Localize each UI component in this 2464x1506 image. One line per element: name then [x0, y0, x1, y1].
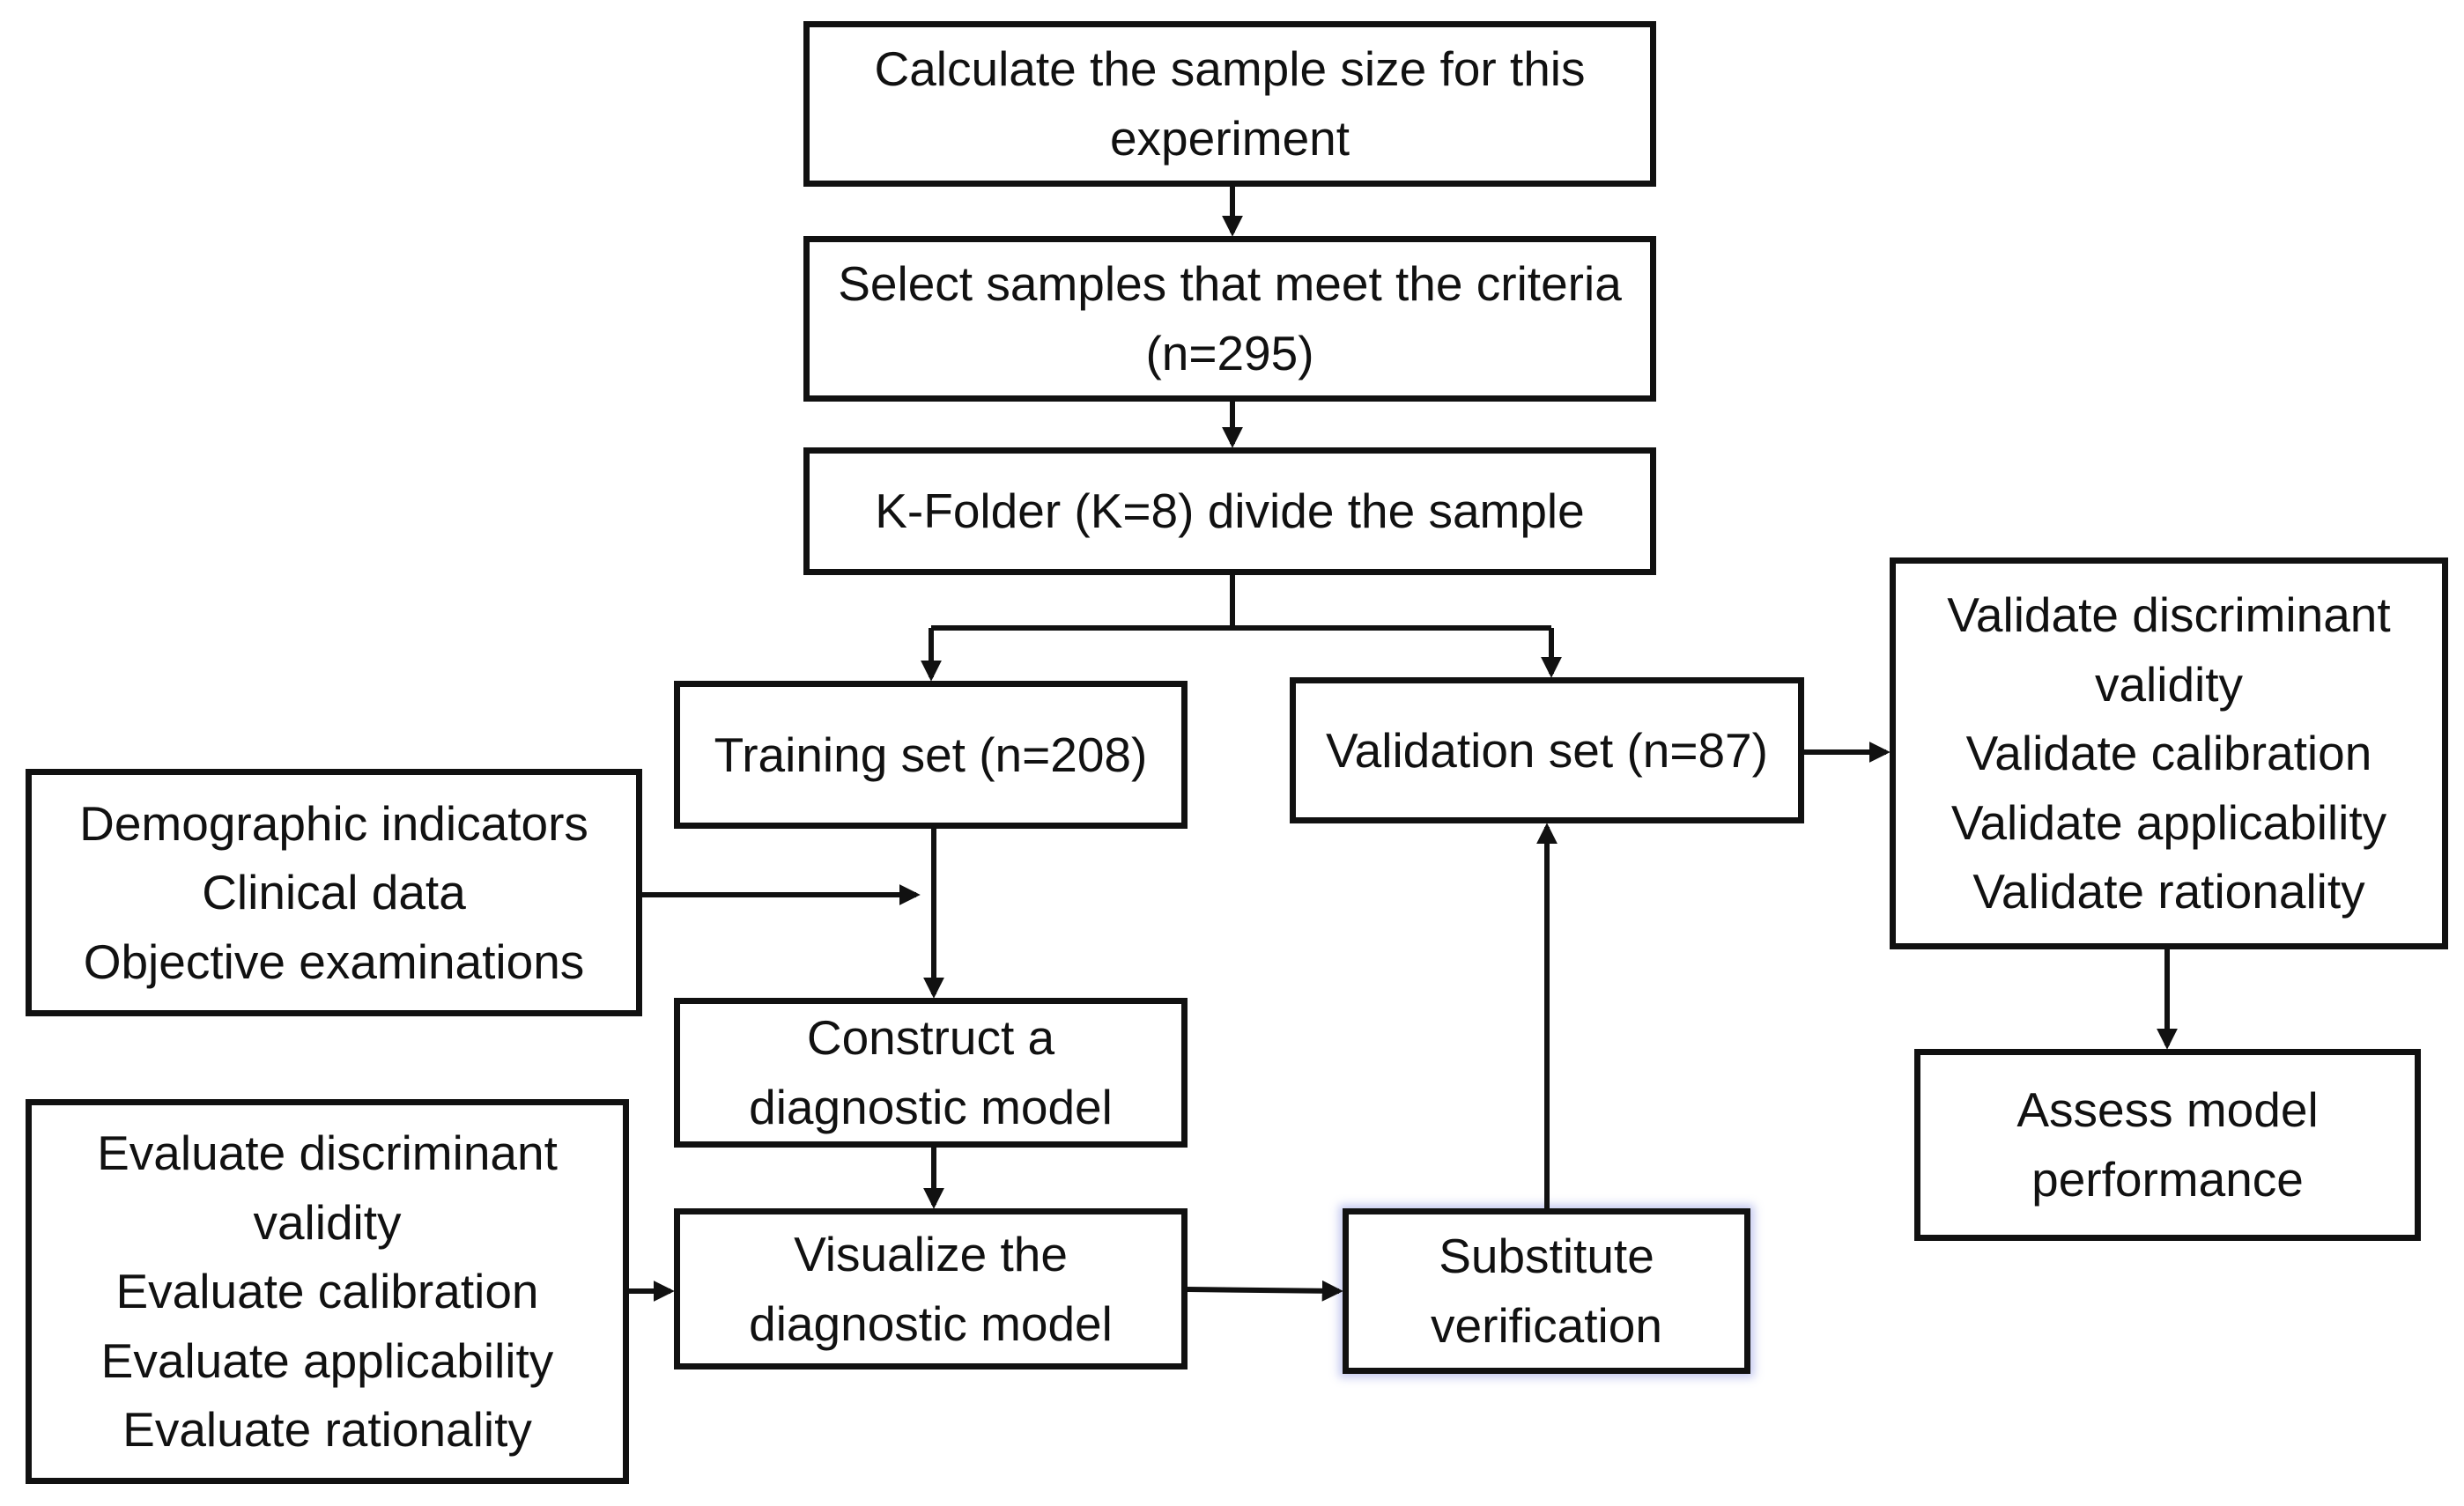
- evaluate-line: Evaluate applicability: [100, 1333, 554, 1388]
- arrow-visualize-to-substitute: [1187, 1280, 1343, 1302]
- kfold-box: K-Folder (K=8) divide the sample: [803, 447, 1656, 575]
- construct-model-box: Construct a diagnostic model: [674, 998, 1188, 1148]
- validate-line: Validate calibration: [1965, 726, 2372, 781]
- training-set-box: Training set (n=208): [674, 681, 1188, 829]
- validate-line: Validate applicability: [1950, 794, 2387, 850]
- evaluate-box: Evaluate discriminant validity Evaluate …: [26, 1099, 629, 1484]
- assess-performance-label: Assess model performance: [2016, 1082, 2319, 1207]
- evaluate-line: Evaluate calibration: [115, 1264, 539, 1319]
- validate-line: Validate rationality: [1972, 864, 2365, 919]
- validation-set-box: Validation set (n=87): [1290, 677, 1804, 823]
- substitute-verification-label: Substitute verification: [1431, 1229, 1662, 1353]
- sample-size-box: Calculate the sample size for this exper…: [803, 21, 1656, 187]
- substitute-verification-box: Substitute verification: [1343, 1208, 1750, 1374]
- validation-set-label: Validation set (n=87): [1326, 722, 1768, 778]
- sample-size-label: Calculate the sample size for this exper…: [874, 41, 1586, 166]
- validate-line: Validate discriminant validity: [1947, 587, 2391, 712]
- visualize-model-box: Visualize the diagnostic model: [674, 1208, 1188, 1369]
- visualize-model-label: Visualize the diagnostic model: [749, 1226, 1113, 1351]
- evaluate-line: Evaluate discriminant validity: [97, 1125, 558, 1250]
- input-line: Demographic indicators: [79, 795, 588, 851]
- input-data-box: Demographic indicators Clinical data Obj…: [26, 769, 642, 1016]
- validate-list-box: Validate discriminant validity Validate …: [1890, 557, 2448, 949]
- training-set-label: Training set (n=208): [714, 727, 1148, 782]
- select-samples-box: Select samples that meet the criteria (n…: [803, 236, 1656, 402]
- kfold-label: K-Folder (K=8) divide the sample: [875, 484, 1585, 539]
- input-line: Clinical data: [202, 865, 466, 920]
- select-samples-label: Select samples that meet the criteria (n…: [838, 256, 1622, 380]
- input-line: Objective examinations: [83, 934, 585, 989]
- assess-performance-box: Assess model performance: [1914, 1049, 2421, 1241]
- evaluate-line: Evaluate rationality: [122, 1402, 532, 1458]
- construct-model-label: Construct a diagnostic model: [749, 1010, 1113, 1134]
